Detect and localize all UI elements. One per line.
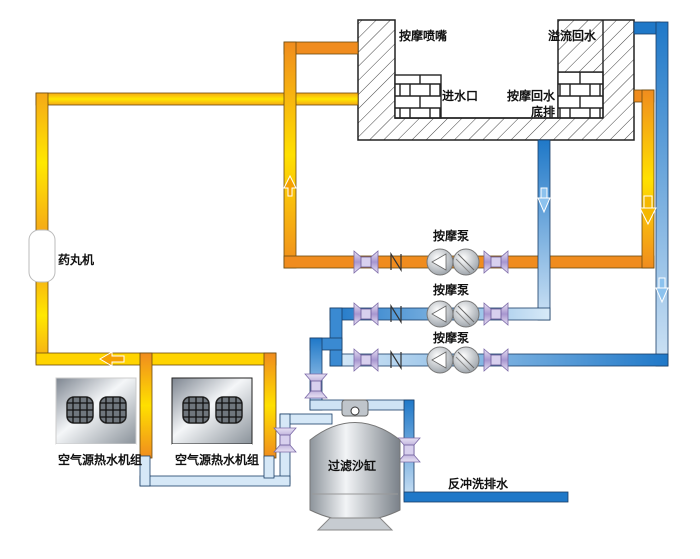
pump-icon bbox=[426, 346, 480, 374]
valve-icon bbox=[483, 348, 509, 372]
label-chlorinator: 药丸机 bbox=[58, 252, 94, 267]
vertical-valves bbox=[273, 373, 421, 463]
heat-pump-2 bbox=[171, 377, 253, 474]
arrow-icon bbox=[655, 277, 669, 304]
label-overflow-return: 溢流回水 bbox=[548, 28, 597, 43]
pump-icon bbox=[426, 300, 480, 328]
inlet-brick-wall bbox=[394, 74, 442, 119]
pool-basin bbox=[357, 19, 635, 141]
valve-icon bbox=[304, 373, 328, 399]
label-water-inlet: 进水口 bbox=[442, 88, 478, 103]
check-valve-icon bbox=[390, 349, 402, 371]
check-valve-icon bbox=[390, 251, 402, 273]
label-pump-2: 按摩泵 bbox=[433, 282, 469, 297]
valve-icon bbox=[273, 427, 297, 453]
fan-icon bbox=[215, 396, 243, 424]
valve-icon bbox=[397, 437, 421, 463]
label-bottom-drain: 底排 bbox=[531, 104, 555, 119]
valve-icon bbox=[483, 302, 509, 326]
check-valve-icon bbox=[390, 303, 402, 325]
label-sand-filter: 过滤沙缸 bbox=[328, 458, 376, 473]
arrow-icon bbox=[99, 351, 125, 367]
valve-icon bbox=[353, 302, 379, 326]
sand-filter bbox=[309, 399, 401, 531]
label-massage-nozzle: 按摩喷嘴 bbox=[399, 28, 447, 43]
label-heat-pump-2: 空气源热水机组 bbox=[175, 452, 259, 467]
pump-icon bbox=[426, 248, 480, 276]
valve-icon bbox=[483, 250, 509, 274]
fan-icon bbox=[182, 396, 210, 424]
chlorinator bbox=[28, 229, 56, 283]
return-brick-wall bbox=[557, 71, 604, 119]
flow-arrows bbox=[99, 174, 669, 367]
valve-icon bbox=[353, 250, 379, 274]
fan-icon bbox=[66, 396, 94, 424]
label-pump-3: 按摩泵 bbox=[433, 330, 469, 345]
arrow-icon bbox=[283, 174, 297, 197]
label-massage-return: 按摩回水 bbox=[507, 88, 556, 103]
valve-icon bbox=[353, 348, 379, 372]
arrow-icon bbox=[537, 187, 551, 214]
label-pump-1: 按摩泵 bbox=[433, 228, 469, 243]
label-backwash: 反冲洗排水 bbox=[448, 476, 509, 491]
arrow-icon bbox=[639, 195, 657, 226]
pump-rows bbox=[353, 248, 509, 374]
fan-icon bbox=[99, 396, 127, 424]
label-heat-pump-1: 空气源热水机组 bbox=[58, 452, 142, 467]
